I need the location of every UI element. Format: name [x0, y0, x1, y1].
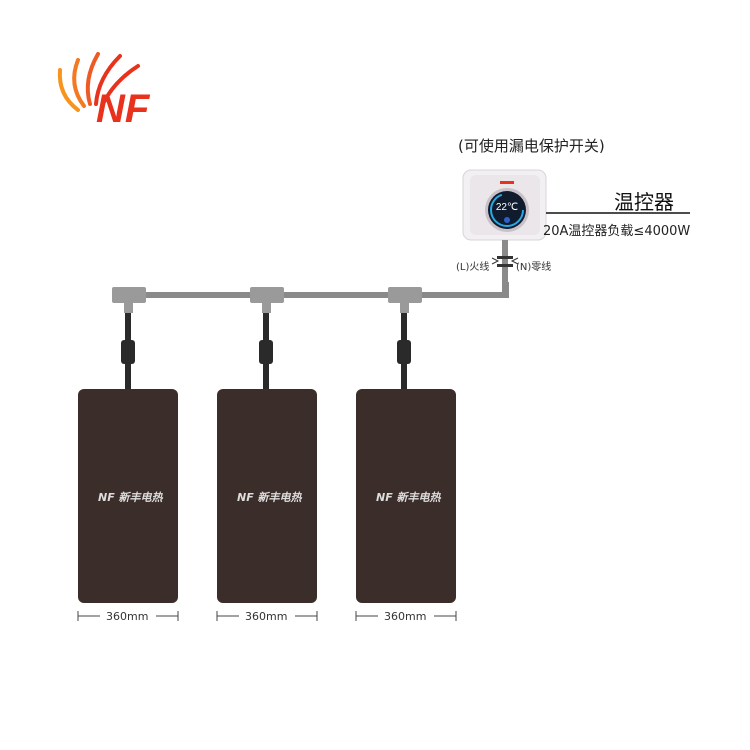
logo-swirl — [57, 52, 140, 112]
thermostat-title: 温控器 — [614, 190, 674, 214]
thermostat-load-rating: 20A温控器负载≤4000W — [543, 224, 691, 239]
t-connector — [112, 287, 146, 313]
pad-brand-label: NF 新丰电热 — [376, 491, 441, 504]
pad-width-label: 360mm — [384, 610, 427, 623]
drop-cable — [121, 313, 135, 393]
thermostat-cable — [491, 240, 519, 295]
t-connector — [388, 287, 422, 313]
thermostat: 22℃ — [462, 169, 547, 241]
breaker-note: (可使用漏电保护开关) — [458, 137, 605, 155]
pad-width-label: 360mm — [245, 610, 288, 623]
thermostat-display: 22℃ — [496, 202, 518, 213]
pad-brand-label: NF 新丰电热 — [237, 491, 302, 504]
heating-pad — [356, 389, 456, 603]
t-connector — [250, 287, 284, 313]
pad-brand-label: NF 新丰电热 — [98, 491, 163, 504]
logo-text: NF — [96, 87, 151, 130]
pad-width-label: 360mm — [106, 610, 149, 623]
neutral-wire-label: (N)零线 — [516, 262, 552, 273]
heating-pad — [217, 389, 317, 603]
live-wire-label: (L)火线 — [456, 262, 490, 273]
drop-cable — [397, 313, 411, 393]
heating-pad — [78, 389, 178, 603]
main-cable — [112, 282, 509, 298]
dimension-line — [355, 611, 457, 621]
nf-logo: NF — [57, 52, 151, 130]
dimension-line — [77, 611, 179, 621]
drop-cable — [259, 313, 273, 393]
dimension-line — [216, 611, 318, 621]
